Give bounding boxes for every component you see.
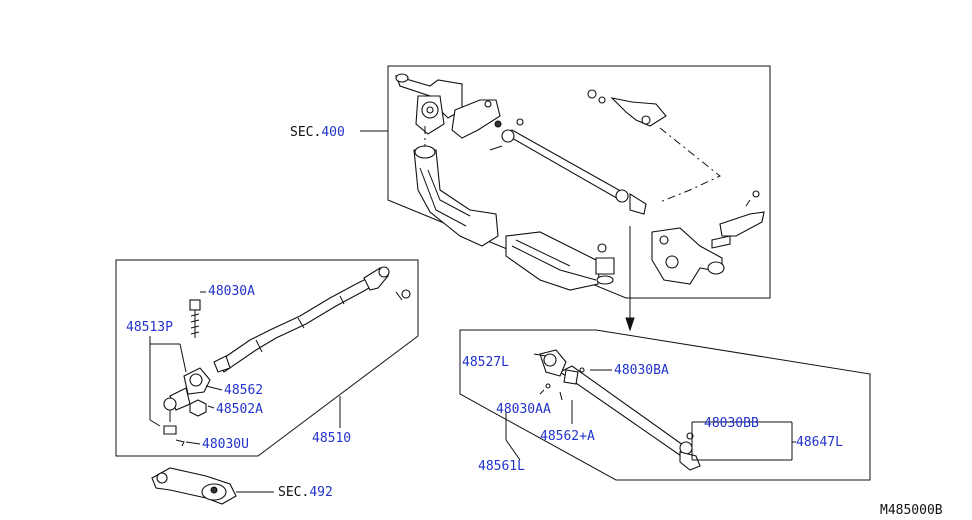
label-48527L[interactable]: 48527L xyxy=(462,355,509,370)
lower-beam-left xyxy=(413,145,499,247)
label-48510[interactable]: 48510 xyxy=(312,431,351,446)
label-48030AA[interactable]: 48030AA xyxy=(496,402,551,417)
pitman-arm xyxy=(151,467,274,505)
left-group-panel: 48030A 48513P 48562 48502A 48030U 48510 xyxy=(115,259,419,457)
bracket-48647L xyxy=(691,421,796,461)
drag-link-48510 xyxy=(213,266,411,373)
tie-rod-48561L xyxy=(539,349,701,471)
right-group-frame xyxy=(459,329,871,481)
sec400-label[interactable]: SEC.400 xyxy=(290,125,345,140)
label-48030U[interactable]: 48030U xyxy=(202,437,249,452)
right-upper-arm xyxy=(587,89,667,127)
label-48030BA[interactable]: 48030BA xyxy=(614,363,669,378)
transfer-arrow xyxy=(625,226,635,332)
sec492-prefix: SEC. xyxy=(278,485,309,500)
diagram-code: M485000B xyxy=(880,503,943,518)
left-knuckle xyxy=(395,73,501,139)
sec400-number: 400 xyxy=(321,125,344,140)
nut-48502A xyxy=(189,399,207,417)
sec400-prefix: SEC. xyxy=(290,125,321,140)
balljoint-48513P xyxy=(163,367,211,435)
label-48030BB[interactable]: 48030BB xyxy=(704,416,759,431)
center-bushing xyxy=(595,243,615,285)
upper-tie-rod xyxy=(489,118,647,215)
label-48562A[interactable]: 48562+A xyxy=(540,429,595,444)
label-48561L[interactable]: 48561L xyxy=(478,459,525,474)
left-group-frame xyxy=(115,259,419,457)
cotter-48030U xyxy=(175,439,185,447)
sec400-dash-2 xyxy=(659,127,721,203)
sec400-frame xyxy=(387,65,771,299)
sec492-label[interactable]: SEC.492 xyxy=(278,485,333,500)
right-knuckle xyxy=(651,190,765,285)
sec400-label-group: SEC.400 xyxy=(290,125,388,140)
label-48513P[interactable]: 48513P xyxy=(126,320,173,335)
sec400-panel xyxy=(387,65,771,299)
sec492-number: 492 xyxy=(309,485,332,500)
label-48562[interactable]: 48562 xyxy=(224,383,263,398)
center-beam xyxy=(505,231,601,291)
right-group-panel: 48527L 48030BA 48030AA 48562+A 48030BB 4… xyxy=(459,329,871,481)
label-48502A[interactable]: 48502A xyxy=(216,402,263,417)
label-48647L[interactable]: 48647L xyxy=(796,435,843,450)
label-48030A[interactable]: 48030A xyxy=(208,284,255,299)
bolt-48030A xyxy=(189,299,201,338)
